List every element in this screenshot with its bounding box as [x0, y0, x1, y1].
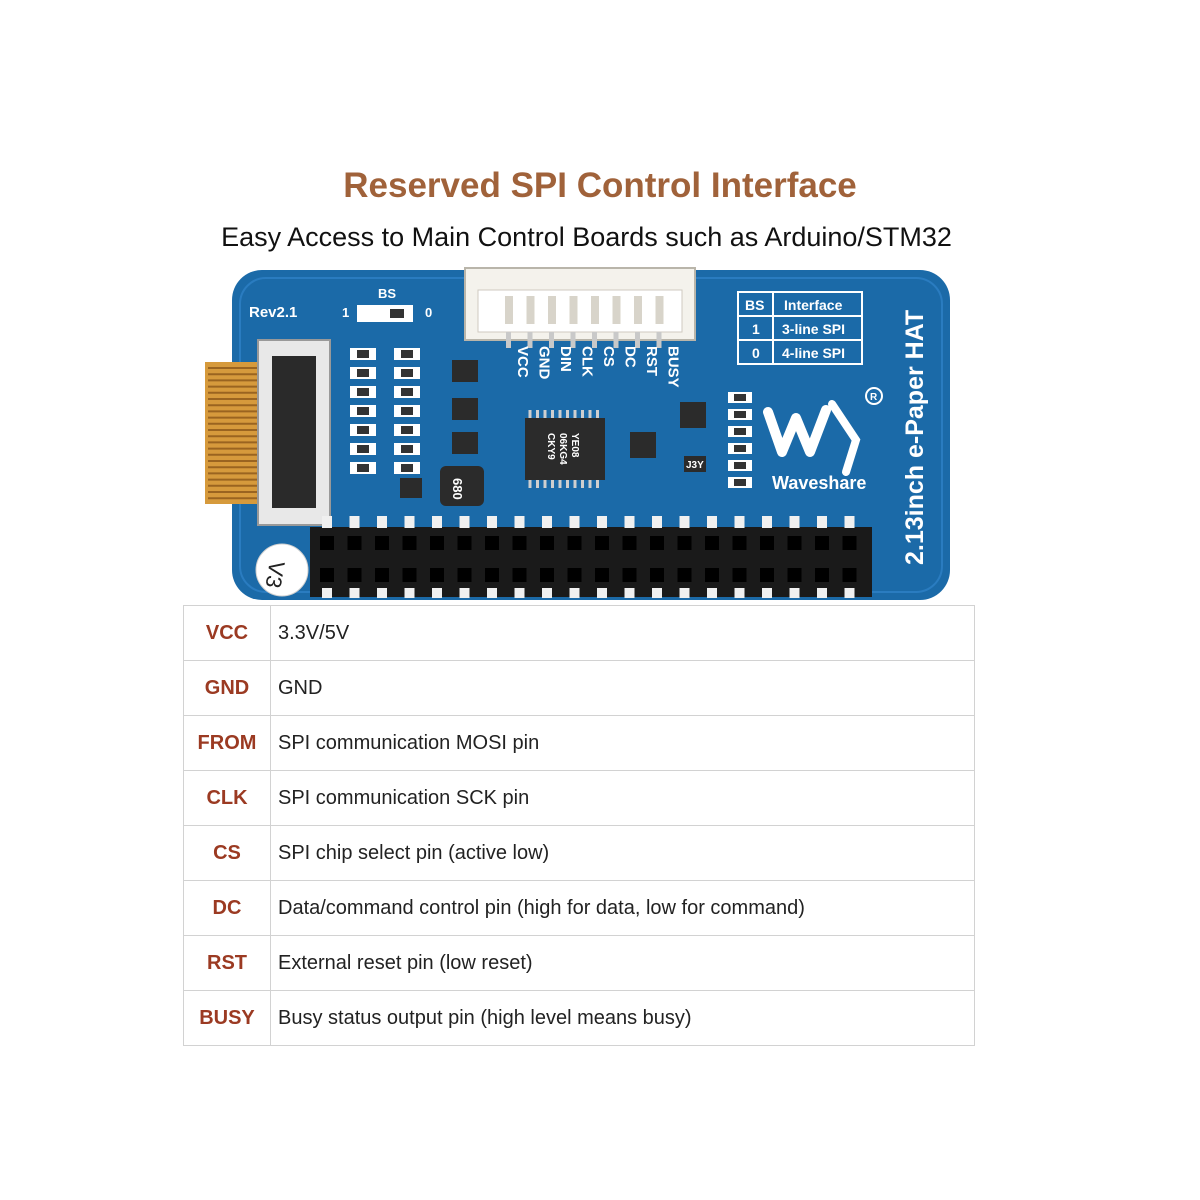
pin-name-cell: DC: [183, 880, 271, 936]
pin-name-cell: RST: [183, 935, 271, 991]
pin-description-cell: External reset pin (low reset): [270, 935, 975, 991]
silk-pin-label: VCC: [514, 346, 531, 378]
pin-description-cell: SPI communication MOSI pin: [270, 715, 975, 771]
pin-description-cell: SPI chip select pin (active low): [270, 825, 975, 881]
product-name-label: 2.13inch e-Paper HAT: [901, 310, 929, 565]
page-subtitle: Easy Access to Main Control Boards such …: [221, 222, 952, 252]
main-chip: [525, 418, 605, 480]
svg-text:R: R: [870, 392, 878, 403]
inductor-mark: 680: [450, 478, 465, 500]
silk-pin-label: BUSY: [665, 346, 682, 388]
page-title: Reserved SPI Control Interface: [343, 166, 857, 205]
inductor: [440, 466, 484, 506]
pin-name-cell: FROM: [183, 715, 271, 771]
pin-description-cell: 3.3V/5V: [270, 605, 975, 661]
silk-pin-label: CS: [600, 346, 617, 367]
silk-pin-label: GND: [536, 346, 553, 380]
pin-description-cell: SPI communication SCK pin: [270, 770, 975, 826]
version-sticker: [255, 543, 309, 597]
pin-name-cell: CLK: [183, 770, 271, 826]
bs-table-row2-bs: 0: [752, 345, 760, 361]
fpc-ribbon: [205, 362, 263, 504]
bs-table-header-bs: BS: [745, 297, 764, 313]
silk-pin-label: DC: [622, 346, 639, 368]
small-chip-mark: J3Y: [686, 460, 704, 471]
waveshare-logo-text: Waveshare: [772, 473, 866, 493]
silk-pin-label: DIN: [557, 346, 574, 372]
chip-line-2: 06KG4: [557, 433, 568, 465]
bs-table-row2-interface: 4-line SPI: [782, 345, 845, 361]
bs-switch-pads: [357, 305, 413, 322]
silk-pin-label: RST: [643, 346, 660, 376]
pin-description-cell: Busy status output pin (high level means…: [270, 990, 975, 1046]
bs-table-header-interface: Interface: [784, 297, 843, 313]
pin-name-cell: GND: [183, 660, 271, 716]
bs-interface-table: BS Interface 1 3-line SPI 0 4-line SPI: [737, 291, 863, 365]
chip-line-1: YE08: [569, 433, 580, 458]
pin-name-cell: VCC: [183, 605, 271, 661]
bs-switch-right-label: 0: [425, 305, 432, 320]
version-sticker-text: V3: [260, 559, 289, 590]
silk-pin-label: CLK: [579, 346, 596, 377]
pin-description-cell: Data/command control pin (high for data,…: [270, 880, 975, 936]
pin-description-cell: GND: [270, 660, 975, 716]
waveshare-logo: R: [763, 387, 883, 476]
bs-table-row1-interface: 3-line SPI: [782, 321, 845, 337]
pin-name-cell: BUSY: [183, 990, 271, 1046]
bs-switch-label: BS: [378, 286, 396, 301]
bs-table-row1-bs: 1: [752, 321, 760, 337]
bs-switch-left-label: 1: [342, 305, 349, 320]
board-revision-label: Rev2.1: [249, 304, 297, 321]
pin-name-cell: CS: [183, 825, 271, 881]
chip-line-3: CKY9: [545, 433, 556, 460]
